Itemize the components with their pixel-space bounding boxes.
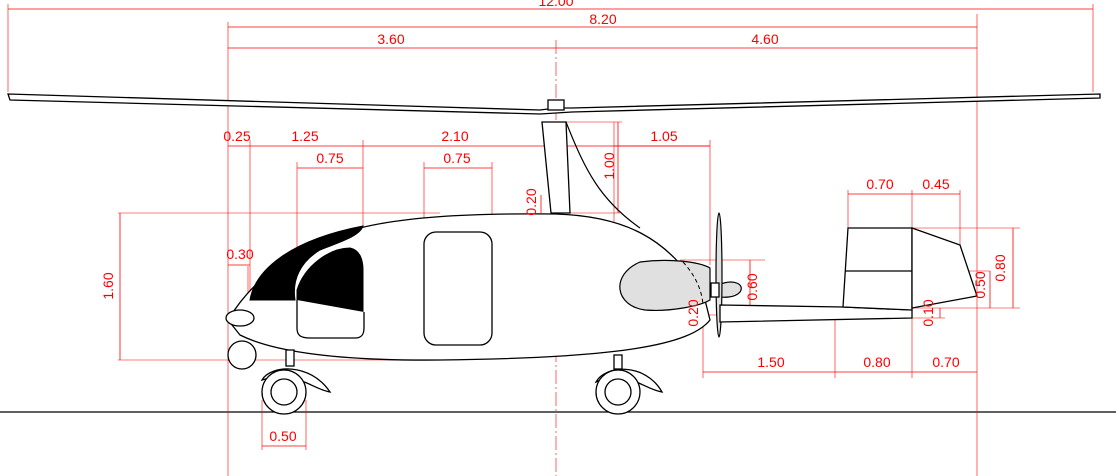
rotor bbox=[7, 93, 1101, 214]
dim-mast-step: 0.20 bbox=[523, 188, 539, 215]
fuselage bbox=[225, 213, 711, 370]
dim-nose-offset: 0.25 bbox=[223, 128, 250, 144]
mast-strut bbox=[565, 121, 641, 229]
dim-fin-root-chord: 0.80 bbox=[863, 354, 890, 370]
dim-mast-height: 1.00 bbox=[601, 152, 617, 179]
dim-windshield-to-mast: 2.10 bbox=[441, 128, 468, 144]
dimension-labels: 12.00 8.20 3.60 4.60 0.25 1.25 2.10 1.05… bbox=[100, 0, 1008, 444]
dim-rudder-height: 0.50 bbox=[972, 271, 988, 298]
dim-fin-top-chord: 0.70 bbox=[866, 176, 893, 192]
landing-gear bbox=[260, 349, 664, 415]
dim-prop-hub-offset: 0.20 bbox=[685, 299, 701, 326]
dim-boom-drop: 0.10 bbox=[920, 299, 936, 326]
dim-mast-to-tail: 4.60 bbox=[751, 31, 778, 47]
nose bbox=[225, 309, 255, 327]
front-window bbox=[296, 247, 364, 316]
dim-nose-to-windshield: 1.25 bbox=[291, 128, 318, 144]
dim-engine-height: 0.60 bbox=[744, 273, 760, 300]
door bbox=[423, 231, 493, 346]
dim-fuselage-height: 1.60 bbox=[100, 272, 116, 299]
dim-wheel-width: 0.50 bbox=[269, 428, 296, 444]
dim-door: 0.75 bbox=[443, 150, 470, 166]
nose-light bbox=[227, 340, 257, 370]
dim-fin-top-sweep: 0.45 bbox=[922, 176, 949, 192]
dim-front-to-mast: 3.60 bbox=[377, 31, 404, 47]
dim-fin-height: 0.80 bbox=[992, 254, 1008, 281]
windshield bbox=[249, 225, 364, 301]
dim-front-window: 0.75 bbox=[316, 150, 343, 166]
dim-rotor-span: 12.00 bbox=[538, 0, 573, 9]
dim-boom-length: 1.50 bbox=[757, 354, 784, 370]
dim-rudder-chord: 0.70 bbox=[932, 354, 959, 370]
dimension-lines bbox=[8, 8, 1093, 447]
tail bbox=[719, 227, 978, 323]
dim-nose-height: 0.30 bbox=[226, 246, 253, 262]
dim-overall-length: 8.20 bbox=[589, 11, 616, 27]
dim-mast-to-prop: 1.05 bbox=[650, 128, 677, 144]
